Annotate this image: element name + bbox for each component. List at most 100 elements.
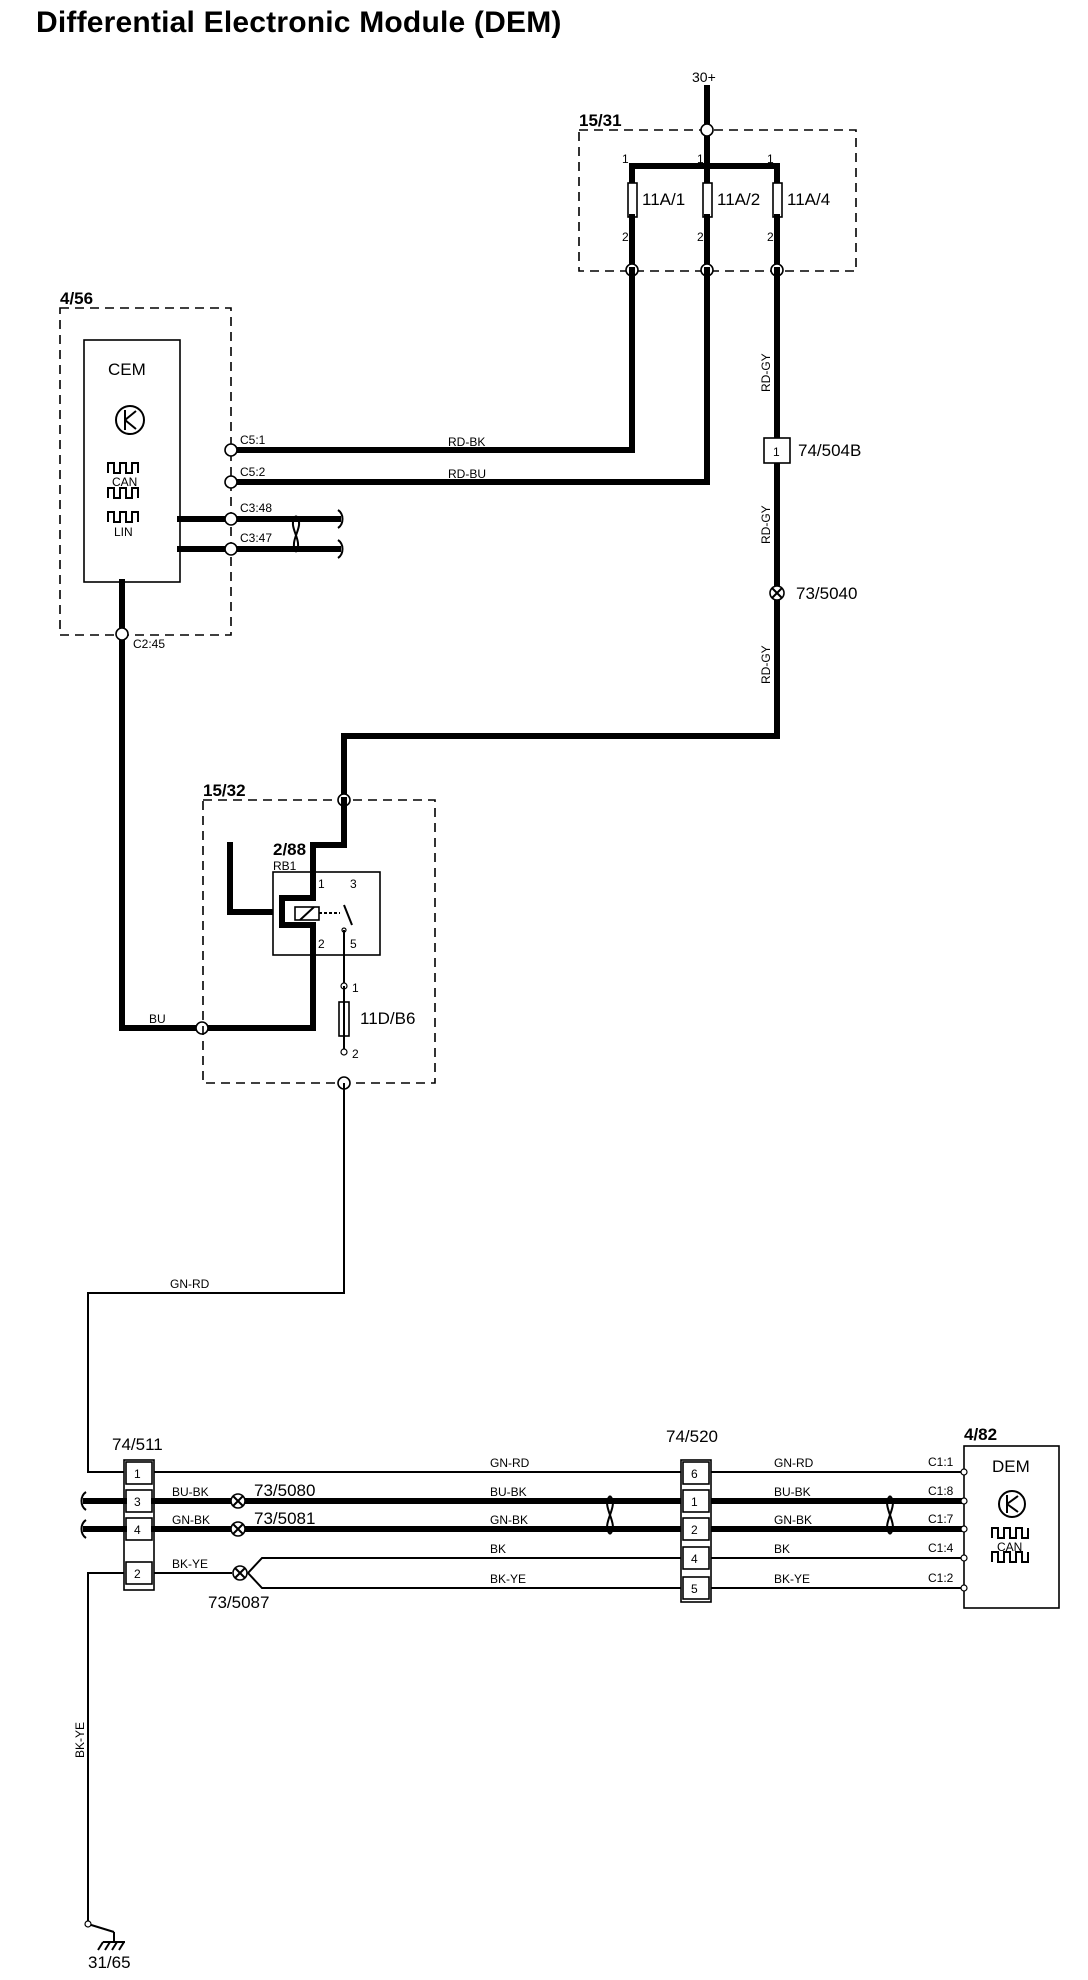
splice-73-5087: 73/5087 — [208, 1565, 269, 1612]
connector-74-504b: 1 74/504B — [763, 437, 861, 464]
transistor-icon — [115, 405, 145, 435]
svg-text:BU-BK: BU-BK — [774, 1485, 811, 1499]
svg-text:2: 2 — [691, 1523, 698, 1537]
svg-text:1: 1 — [318, 877, 325, 891]
svg-text:73/5081: 73/5081 — [254, 1509, 315, 1528]
svg-text:3: 3 — [134, 1495, 141, 1509]
svg-text:RD-GY: RD-GY — [759, 353, 773, 392]
svg-text:2: 2 — [352, 1047, 359, 1061]
ground-symbol: 31/65 — [88, 1941, 131, 1972]
wire-gn-rd-bus: GN-RD GN-RD — [154, 1456, 964, 1473]
dem-pin-c1-8: C1:8 — [928, 1484, 954, 1498]
svg-text:74/511: 74/511 — [112, 1435, 163, 1454]
svg-text:BK: BK — [774, 1542, 790, 1556]
svg-text:6: 6 — [691, 1467, 698, 1481]
svg-text:11A/1: 11A/1 — [642, 190, 685, 209]
wire-rd-gy: RD-GY RD-GY RD-GY — [341, 267, 780, 803]
dem-can-icon: CAN — [991, 1527, 1029, 1563]
svg-text:GN-RD: GN-RD — [170, 1277, 210, 1291]
svg-text:BK-YE: BK-YE — [774, 1572, 810, 1586]
svg-text:11A/4: 11A/4 — [787, 190, 830, 209]
wire-gn-rd-feed: GN-RD — [87, 1083, 345, 1473]
svg-text:2: 2 — [318, 937, 325, 951]
svg-text:BU-BK: BU-BK — [490, 1485, 527, 1499]
svg-text:CAN: CAN — [997, 1540, 1022, 1554]
svg-text:CEM: CEM — [108, 360, 146, 379]
cem-pin-c3-47: C3:47 — [240, 531, 272, 545]
svg-text:DEM: DEM — [992, 1457, 1030, 1476]
wire-bk: BK BK — [247, 1542, 964, 1574]
svg-text:5: 5 — [350, 937, 357, 951]
dem-pin-c1-1: C1:1 — [928, 1455, 954, 1469]
svg-text:11D/B6: 11D/B6 — [360, 1009, 415, 1028]
splice-73-5080: 73/5080 — [230, 1481, 315, 1509]
svg-text:2: 2 — [622, 230, 629, 244]
svg-text:15/32: 15/32 — [203, 781, 246, 800]
splice-73-5040: 73/5040 — [769, 584, 857, 603]
svg-text:RD-GY: RD-GY — [759, 505, 773, 544]
svg-text:GN-BK: GN-BK — [774, 1513, 812, 1527]
connector-74-511: 74/511 1 3 4 2 — [112, 1435, 163, 1591]
svg-text:RD-GY: RD-GY — [759, 645, 773, 684]
twist-markers — [606, 1495, 894, 1535]
svg-text:2: 2 — [767, 230, 774, 244]
dem-pin-c1-4: C1:4 — [928, 1541, 954, 1555]
splice-73-5081: 73/5081 — [230, 1509, 315, 1537]
svg-text:4/56: 4/56 — [60, 289, 93, 308]
fuse-box-15-31: 15/31 1 2 11A/1 1 2 11A/2 1 2 11A/4 — [578, 111, 857, 277]
svg-text:1: 1 — [691, 1495, 698, 1509]
svg-text:RD-BU: RD-BU — [448, 467, 486, 481]
ground-wire-bk-ye: BK-YE — [73, 1572, 124, 1942]
wire-rd-bk: RD-BK — [224, 267, 635, 457]
svg-text:73/5087: 73/5087 — [208, 1593, 269, 1612]
connector-74-520: 74/520 6 1 2 4 5 — [666, 1427, 718, 1603]
svg-text:4: 4 — [134, 1523, 141, 1537]
svg-text:74/520: 74/520 — [666, 1427, 718, 1446]
dem-pin-c1-7: C1:7 — [928, 1512, 954, 1526]
wire-rd-bu: RD-BU — [224, 267, 710, 489]
can-signal-icon: CAN — [107, 462, 139, 499]
ground-label: 31/65 — [88, 1953, 131, 1972]
svg-text:73/5040: 73/5040 — [796, 584, 857, 603]
svg-text:BK-YE: BK-YE — [73, 1722, 87, 1758]
svg-text:1: 1 — [767, 152, 774, 166]
svg-text:GN-BK: GN-BK — [172, 1513, 210, 1527]
svg-text:1: 1 — [773, 445, 780, 459]
dem-transistor-icon — [998, 1490, 1026, 1518]
svg-text:BK-YE: BK-YE — [172, 1557, 208, 1571]
svg-text:GN-RD: GN-RD — [774, 1456, 814, 1470]
svg-text:1: 1 — [622, 152, 629, 166]
svg-text:BU-BK: BU-BK — [172, 1485, 209, 1499]
svg-text:74/504B: 74/504B — [798, 441, 861, 460]
cem-pin-c5-1: C5:1 — [240, 433, 266, 447]
svg-text:2/88: 2/88 — [273, 840, 306, 859]
relay-rb1: 1 3 2 5 — [272, 797, 381, 986]
svg-text:3: 3 — [350, 877, 357, 891]
cem-module: 4/56 CEM CAN LIN C5:1 C5:2 C3:48 C3:47 C… — [59, 289, 272, 651]
supply-terminal: 30+ — [692, 69, 716, 133]
relay-box-15-32: 15/32 2/88 RB1 1 3 2 5 1 2 11D/B6 — [202, 781, 436, 1090]
svg-text:2: 2 — [134, 1567, 141, 1581]
lin-signal-icon: LIN — [107, 511, 139, 539]
lin-wires — [177, 509, 344, 559]
can-break-symbols — [80, 1491, 127, 1539]
svg-text:BK-YE: BK-YE — [490, 1572, 526, 1586]
wire-bu: BU — [115, 579, 316, 1035]
dem-module: 4/82 DEM CAN C1:1 C1:8 C1:7 C1:4 C1:2 — [928, 1425, 1060, 1609]
svg-text:RD-BK: RD-BK — [448, 435, 485, 449]
svg-text:5: 5 — [691, 1582, 698, 1596]
cem-pin-c2-45: C2:45 — [133, 637, 165, 651]
svg-text:CAN: CAN — [112, 475, 137, 489]
svg-text:LIN: LIN — [114, 525, 133, 539]
svg-text:1: 1 — [352, 981, 359, 995]
wire-bk-ye: BK-YE BK-YE BK-YE — [154, 1557, 964, 1589]
fuse-box-15-31-label: 15/31 — [579, 111, 622, 130]
cem-pin-c5-2: C5:2 — [240, 465, 266, 479]
svg-text:4: 4 — [691, 1552, 698, 1566]
svg-text:73/5080: 73/5080 — [254, 1481, 315, 1500]
svg-text:1: 1 — [697, 152, 704, 166]
wire-gn-bk-bus: GN-BK GN-BK GN-BK — [151, 1513, 967, 1532]
svg-text:2: 2 — [697, 230, 704, 244]
svg-text:4/82: 4/82 — [964, 1425, 997, 1444]
